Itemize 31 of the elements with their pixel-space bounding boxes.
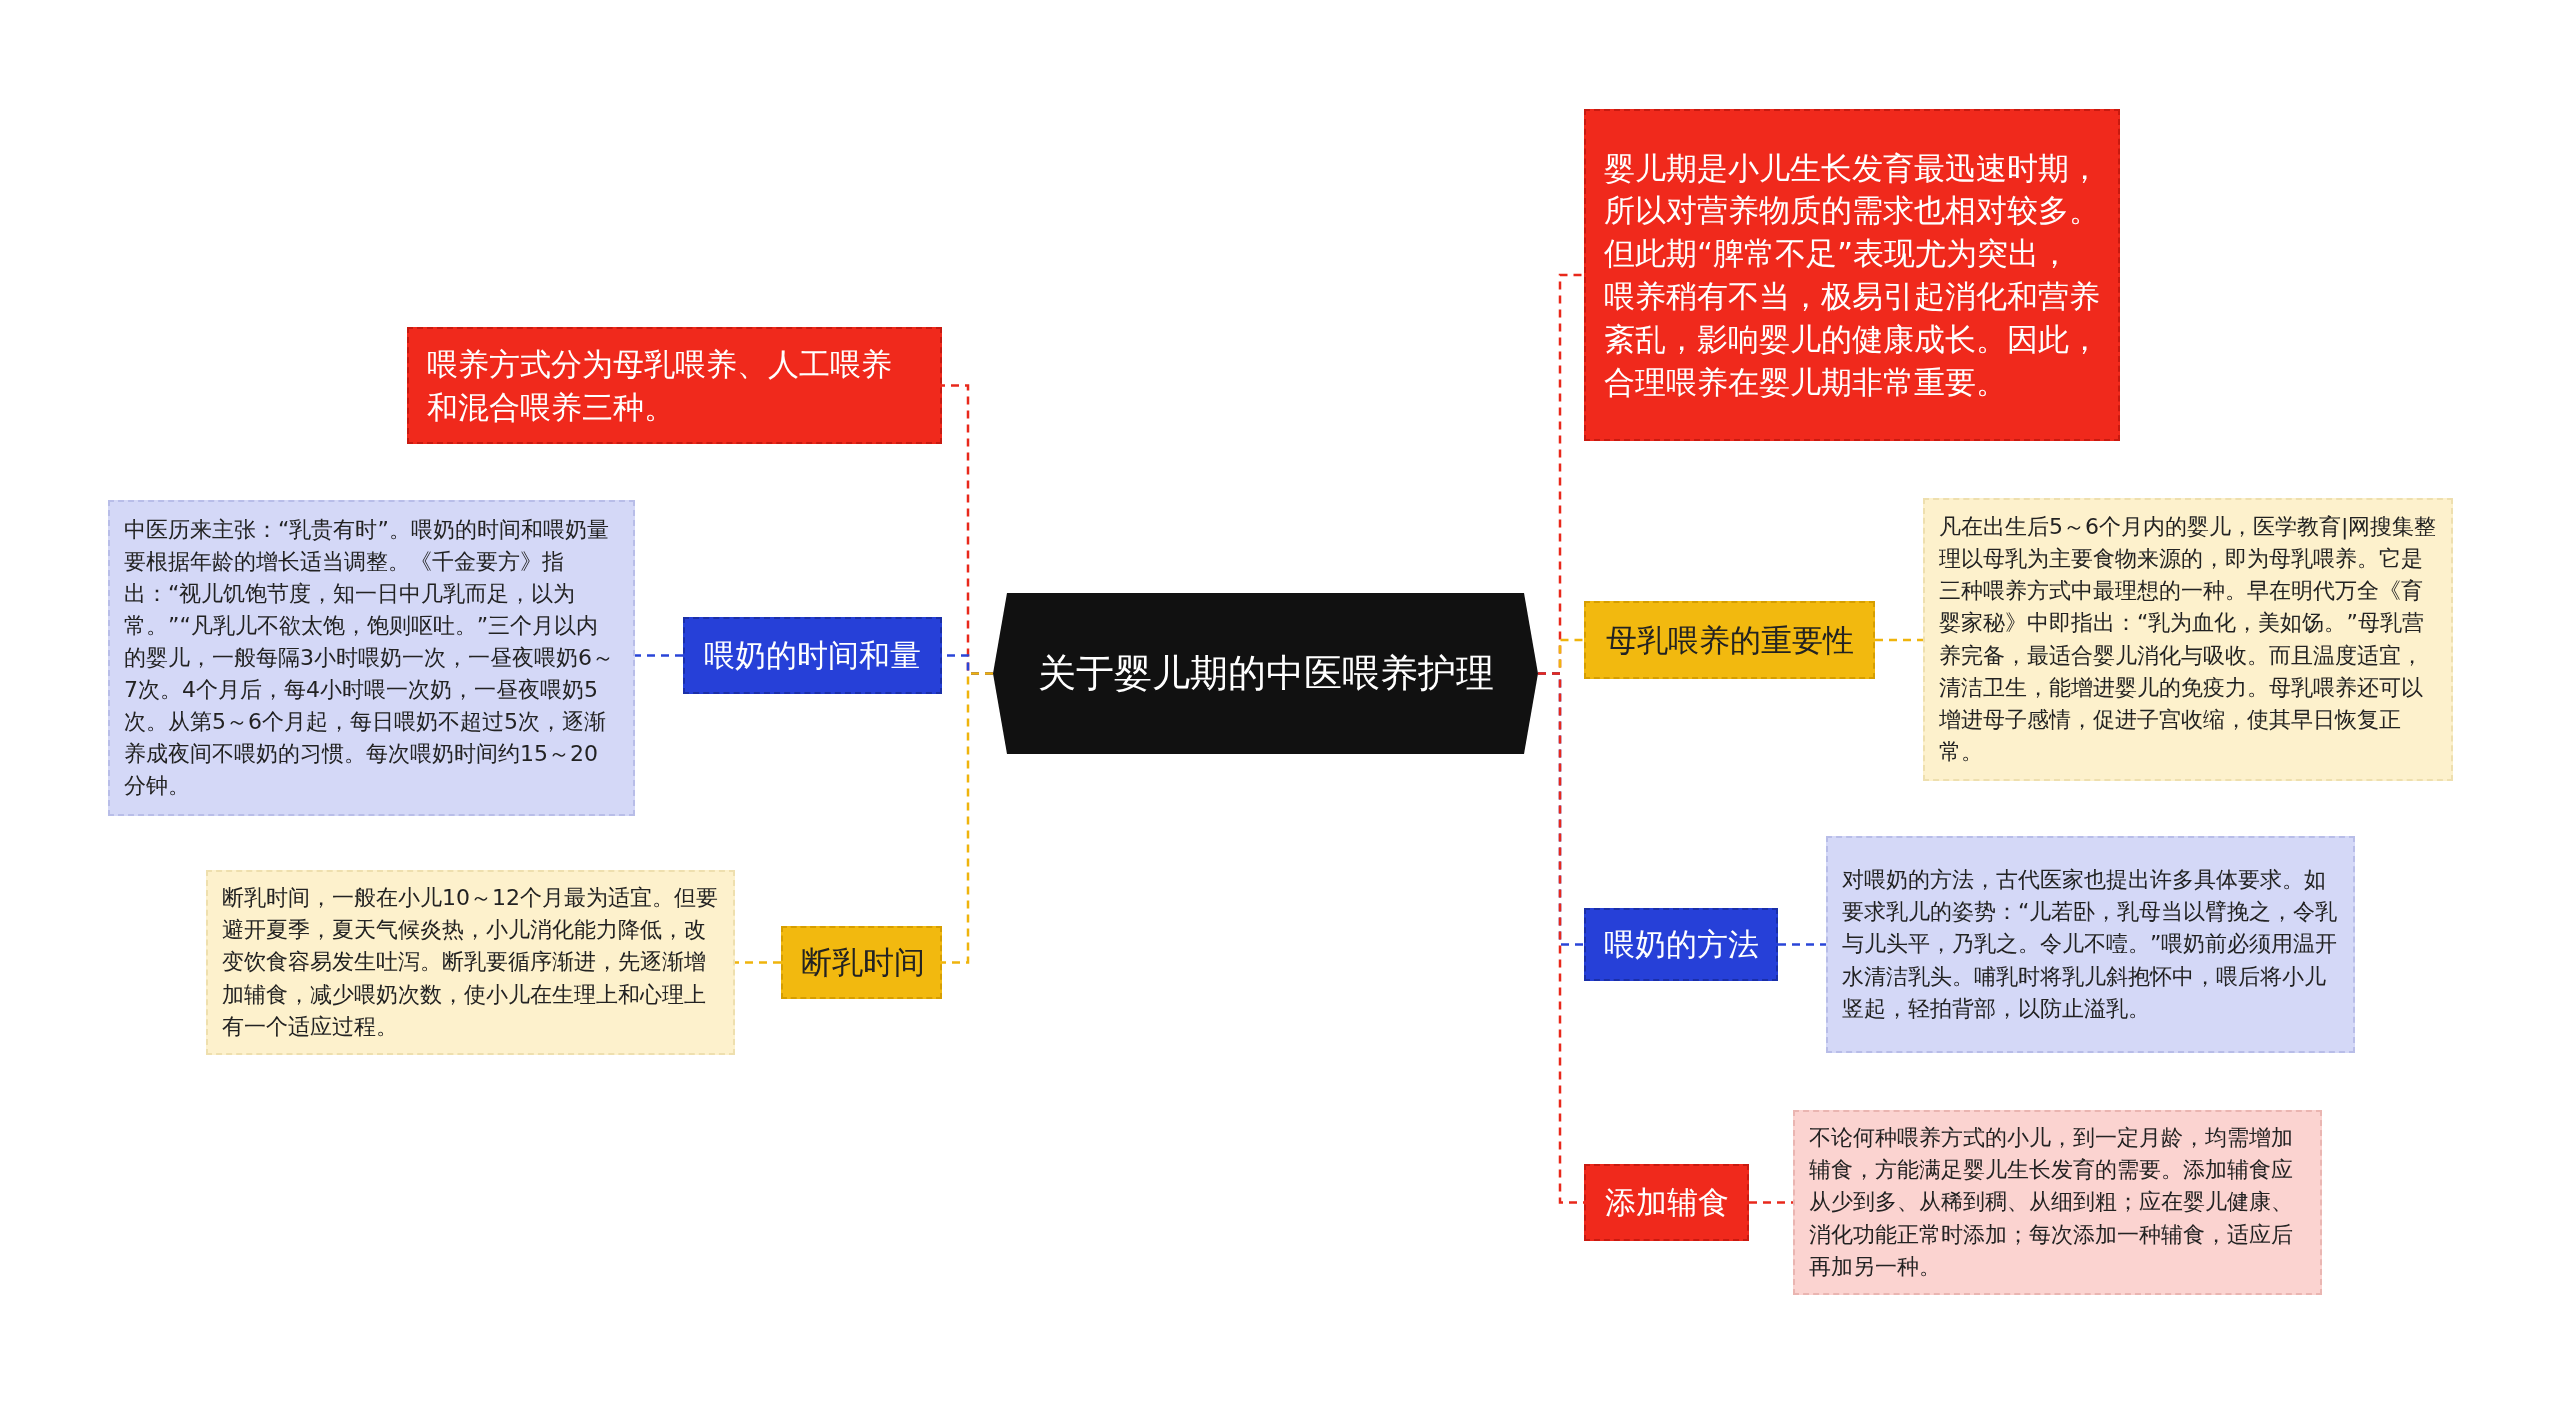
topic-box [683,617,942,694]
note-text: 对喂奶的方法，古代医家也提出许多具体要求。如要求乳儿的姿势：“儿若卧，乳母当以臂挽之，令乳与儿头平，乃乳之。令儿不噎。”喂奶前必须用温开水清洁乳头。哺乳时将乳儿斜抱怀中，喂后将小儿竖起，轻拍背部，以防止溢乳。 [1842,866,2339,1023]
topic-text: 母乳喂养的重要性 [1604,620,1855,660]
topic-box [1584,109,2120,441]
connector-line [942,672,993,964]
note-text: 不论何种喂养方式的小儿，到一定月龄，均需增加辅食，方能满足婴儿生长发育的需要。添加辅食应从少到多、从稀到稠、从细到粗；应在婴儿健康、消化功能正常时添加；每次添加一种辅食，适应后再加另一种。 [1809,1124,2294,1281]
central-topic-text: 关于婴儿期的中医喂养护理 [1036,649,1495,697]
note-box [1793,1110,2322,1295]
topic-text: 喂奶的方法 [1604,925,1758,965]
topic-box [781,926,942,999]
note-text: 凡在出生后5～6个月内的婴儿，医学教育|网搜集整理以母乳为主要食物来源的，即为母乳喂养。它是三种喂养方式中最理想的一种。早在明代万全《育婴家秘》中即指出：“乳为血化，美如饧。”母乳营养完备，最适合婴儿消化与吸收。而且温度适宜，清洁卫生，能增进婴儿的免疫力。母乳喂养还可以增进母子感情，促进子宫收缩，使其早日恢复正常。 [1939,513,2437,766]
note-box [206,870,735,1055]
topic-text: 添加辅食 [1604,1183,1729,1223]
topic-box [407,327,942,444]
connector-line [635,654,683,657]
note-text: 中医历来主张：“乳贵有时”。喂奶的时间和喂奶量要根据年龄的增长适当调整。《千金要方》指出：“视儿饥饱节度，知一日中几乳而足，以为常。”“凡乳儿不欲太饱，饱则呕吐。”三个月以内的婴儿，一般每隔3小时喂奶一次，一昼夜喂奶6～7次。4个月后，每4小时喂一次奶，一昼夜喂奶5次。从第5～6个月起，每日喂奶不超过5次，逐渐养成夜间不喂奶的习惯。每次喂奶时间约15～20分钟。 [124,515,615,801]
topic-text: 喂养方式分为母乳喂养、人工喂养和混合喂养三种。 [427,344,893,427]
connector-line [1875,638,1923,642]
note-box [1826,836,2355,1053]
connector-line [1778,943,1826,946]
note-box [108,500,635,816]
topic-text: 喂奶的时间和量 [703,636,922,676]
connector-line [735,961,781,964]
topic-text: 断乳时间 [801,943,922,983]
note-box [1923,498,2453,781]
topic-text: 婴儿期是小儿生长发育最迅速时期，所以对营养物质的需求也相对较多。但此期“脾常不足”表现尤为突出，喂养稍有不当，极易引起消化和营养紊乱，影响婴儿的健康成长。因此，合理喂养在婴儿期非常重要。 [1604,148,2100,402]
topic-box [1584,1164,1749,1241]
connector-line [1749,1201,1793,1204]
topic-box [1584,601,1875,679]
note-text: 断乳时间，一般在小儿10～12个月最为适宜。但要避开夏季，夏天气候炎热，小儿消化能力降低，改变饮食容易发生吐泻。断乳要循序渐进，先逐渐增加辅食，减少喂奶次数，使小儿在生理上和心理上有一个适应过程。 [222,884,719,1041]
topic-box [1584,908,1778,981]
